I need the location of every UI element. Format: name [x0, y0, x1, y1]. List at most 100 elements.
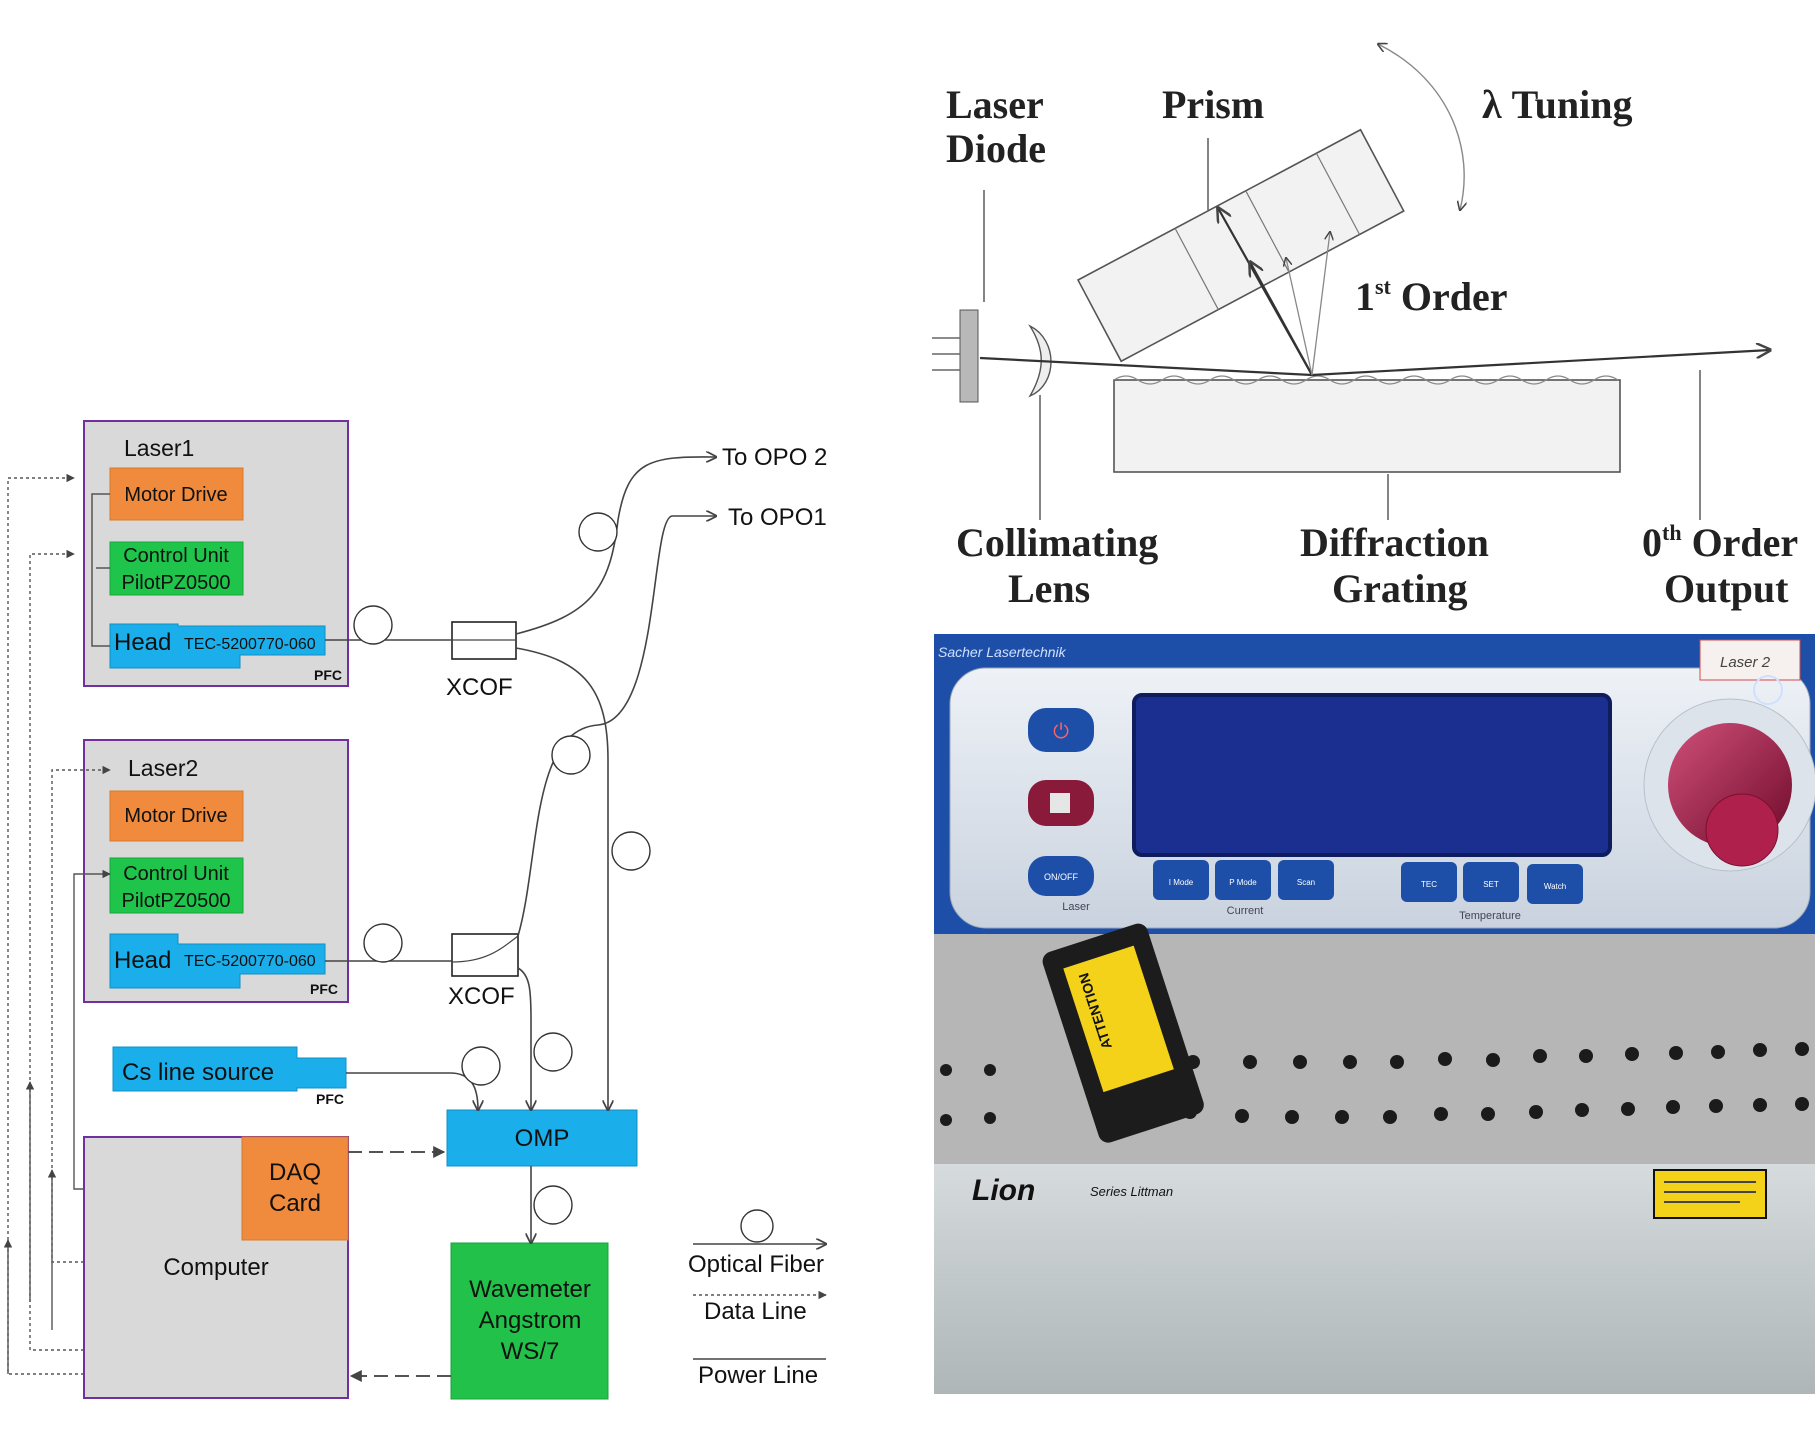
cs-source-pfc: PFC — [316, 1091, 344, 1107]
current-group-label: Current — [1227, 905, 1264, 917]
daq-card — [241, 1136, 349, 1241]
cs-source-label: Cs line source — [122, 1059, 274, 1086]
wavemeter-model: WS/7 — [501, 1338, 560, 1365]
laser-cylinder: ATTENTION — [1042, 923, 1204, 1143]
lion-series-label: Series Littman — [1090, 1184, 1173, 1199]
controller-brand: Sacher Lasertechnik — [938, 644, 1067, 660]
laser2-head-model: TEC-5200770-060 — [184, 953, 316, 970]
littman-optics-diagram: Laser Diode Prism λ Tuning 1st Order Col… — [932, 44, 1798, 611]
legend-power-line: Power Line — [698, 1362, 818, 1389]
laser-diode-label: Laser — [946, 82, 1044, 127]
xcof-bottom: XCOF — [448, 933, 519, 1010]
laser-beams — [979, 208, 1770, 377]
p-mode-button[interactable] — [1215, 860, 1271, 900]
collimating-lens-label: Collimating — [956, 520, 1158, 565]
system-schematic: Laser1 Motor Drive Control Unit PilotPZ0… — [3, 420, 827, 1400]
laser1-head — [109, 623, 326, 669]
laser2-motor-drive — [109, 790, 244, 842]
laser2-box: Laser2 Motor Drive Control Unit PilotPZ0… — [83, 739, 349, 1003]
laser2-control-unit-model: PilotPZ0500 — [122, 890, 231, 912]
power-button[interactable] — [1028, 708, 1094, 752]
laser2-title: Laser2 — [128, 755, 198, 781]
data-lines — [7, 473, 111, 1375]
collimating-lens-label-2: Lens — [1008, 566, 1090, 611]
lion-housing: Lion Series Littman — [934, 1164, 1815, 1394]
zero-order-label-2: Output — [1664, 566, 1789, 611]
laser-head-photo: ATTENTION — [934, 923, 1815, 1164]
laser1-head-model: TEC-5200770-060 — [184, 636, 316, 653]
controller-screen — [1132, 693, 1612, 857]
p-mode-label: P Mode — [1229, 878, 1257, 887]
laser2-head-label: Head — [114, 947, 171, 974]
watch-label: Watch — [1544, 882, 1566, 891]
laser-warning-label — [1653, 1169, 1767, 1219]
tec-label: TEC — [1421, 880, 1437, 889]
diffraction-grating-label: Diffraction — [1300, 520, 1489, 565]
set-label: SET — [1483, 880, 1499, 889]
prism-label: Prism — [1162, 82, 1264, 127]
laser1-motor-drive — [109, 467, 244, 521]
wavemeter-box: Wavemeter Angstrom WS/7 — [450, 1242, 609, 1400]
hardware-photo: Sacher Lasertechnik Laser 2 ⏻ ON/OFF Las… — [934, 634, 1815, 1394]
legend: Optical Fiber Data Line Power Line — [688, 1209, 826, 1389]
breadboard-holes — [940, 1042, 1809, 1126]
laser1-pfc: PFC — [314, 667, 342, 683]
laser2-motor-drive-label: Motor Drive — [124, 805, 227, 827]
xcof-top: XCOF — [446, 621, 517, 701]
tec-button[interactable] — [1401, 862, 1457, 902]
xcof-top-label: XCOF — [446, 674, 513, 701]
first-order-label: 1st Order — [1355, 274, 1508, 319]
laser-diode-label-2: Diode — [946, 126, 1046, 171]
prism — [1076, 128, 1405, 363]
computer-label: Computer — [163, 1254, 268, 1281]
to-opo1-label: To OPO1 — [728, 504, 827, 531]
watch-button[interactable] — [1527, 864, 1583, 904]
scan-label: Scan — [1297, 878, 1315, 887]
legend-data-line: Data Line — [704, 1298, 807, 1325]
set-button[interactable] — [1463, 862, 1519, 902]
diffraction-grating-label-2: Grating — [1332, 566, 1468, 611]
zero-order-label: 0th Order — [1642, 520, 1798, 565]
collimating-lens — [1028, 324, 1052, 398]
lion-logo: Lion — [972, 1174, 1035, 1207]
laser-group-label: Laser — [1062, 901, 1090, 913]
i-mode-label: I Mode — [1169, 878, 1194, 887]
scan-button[interactable] — [1278, 860, 1334, 900]
temperature-group-label: Temperature — [1459, 910, 1521, 922]
laser2-control-unit-label: Control Unit — [123, 863, 229, 885]
svg-text:⏻: ⏻ — [1053, 721, 1069, 743]
laser1-control-unit — [109, 541, 244, 596]
omp-box: OMP — [446, 1109, 638, 1167]
optical-fibers — [325, 457, 716, 1243]
laser1-motor-drive-label: Motor Drive — [124, 484, 227, 506]
wavemeter-label: Wavemeter — [469, 1276, 591, 1303]
omp-label: OMP — [515, 1125, 570, 1152]
tuning-arc — [1378, 44, 1464, 210]
on-off-button-label: ON/OFF — [1044, 872, 1078, 882]
laser-diode — [932, 309, 979, 403]
laser1-control-unit-model: PilotPZ0500 — [122, 572, 231, 594]
laser1-box: Laser1 Motor Drive Control Unit PilotPZ0… — [83, 420, 349, 687]
tuning-label: λ Tuning — [1482, 82, 1633, 127]
laser2-pfc: PFC — [310, 981, 338, 997]
on-off-button[interactable] — [1028, 856, 1094, 896]
daq-card-label-2: Card — [269, 1190, 321, 1217]
cs-line-source: Cs line source PFC — [112, 1046, 347, 1107]
wavemeter-brand: Angstrom — [479, 1307, 582, 1334]
laser1-head-label: Head — [114, 629, 171, 656]
diffraction-grating — [1113, 375, 1621, 473]
controller-sticker: Laser 2 — [1720, 654, 1771, 671]
controller-panel: Sacher Lasertechnik Laser 2 ⏻ ON/OFF Las… — [934, 634, 1815, 934]
to-opo2-label: To OPO 2 — [722, 444, 827, 471]
laser1-control-unit-label: Control Unit — [123, 545, 229, 567]
laser2-control-unit — [109, 857, 244, 914]
i-mode-button[interactable] — [1153, 860, 1209, 900]
computer-box: DAQ Card Computer — [83, 1136, 349, 1399]
power-lines — [3, 869, 111, 1374]
laser1-title: Laser1 — [124, 435, 194, 461]
xcof-bottom-label: XCOF — [448, 983, 515, 1010]
daq-card-label: DAQ — [269, 1159, 321, 1186]
legend-optical-fiber: Optical Fiber — [688, 1251, 824, 1278]
laser2-head — [109, 933, 326, 989]
